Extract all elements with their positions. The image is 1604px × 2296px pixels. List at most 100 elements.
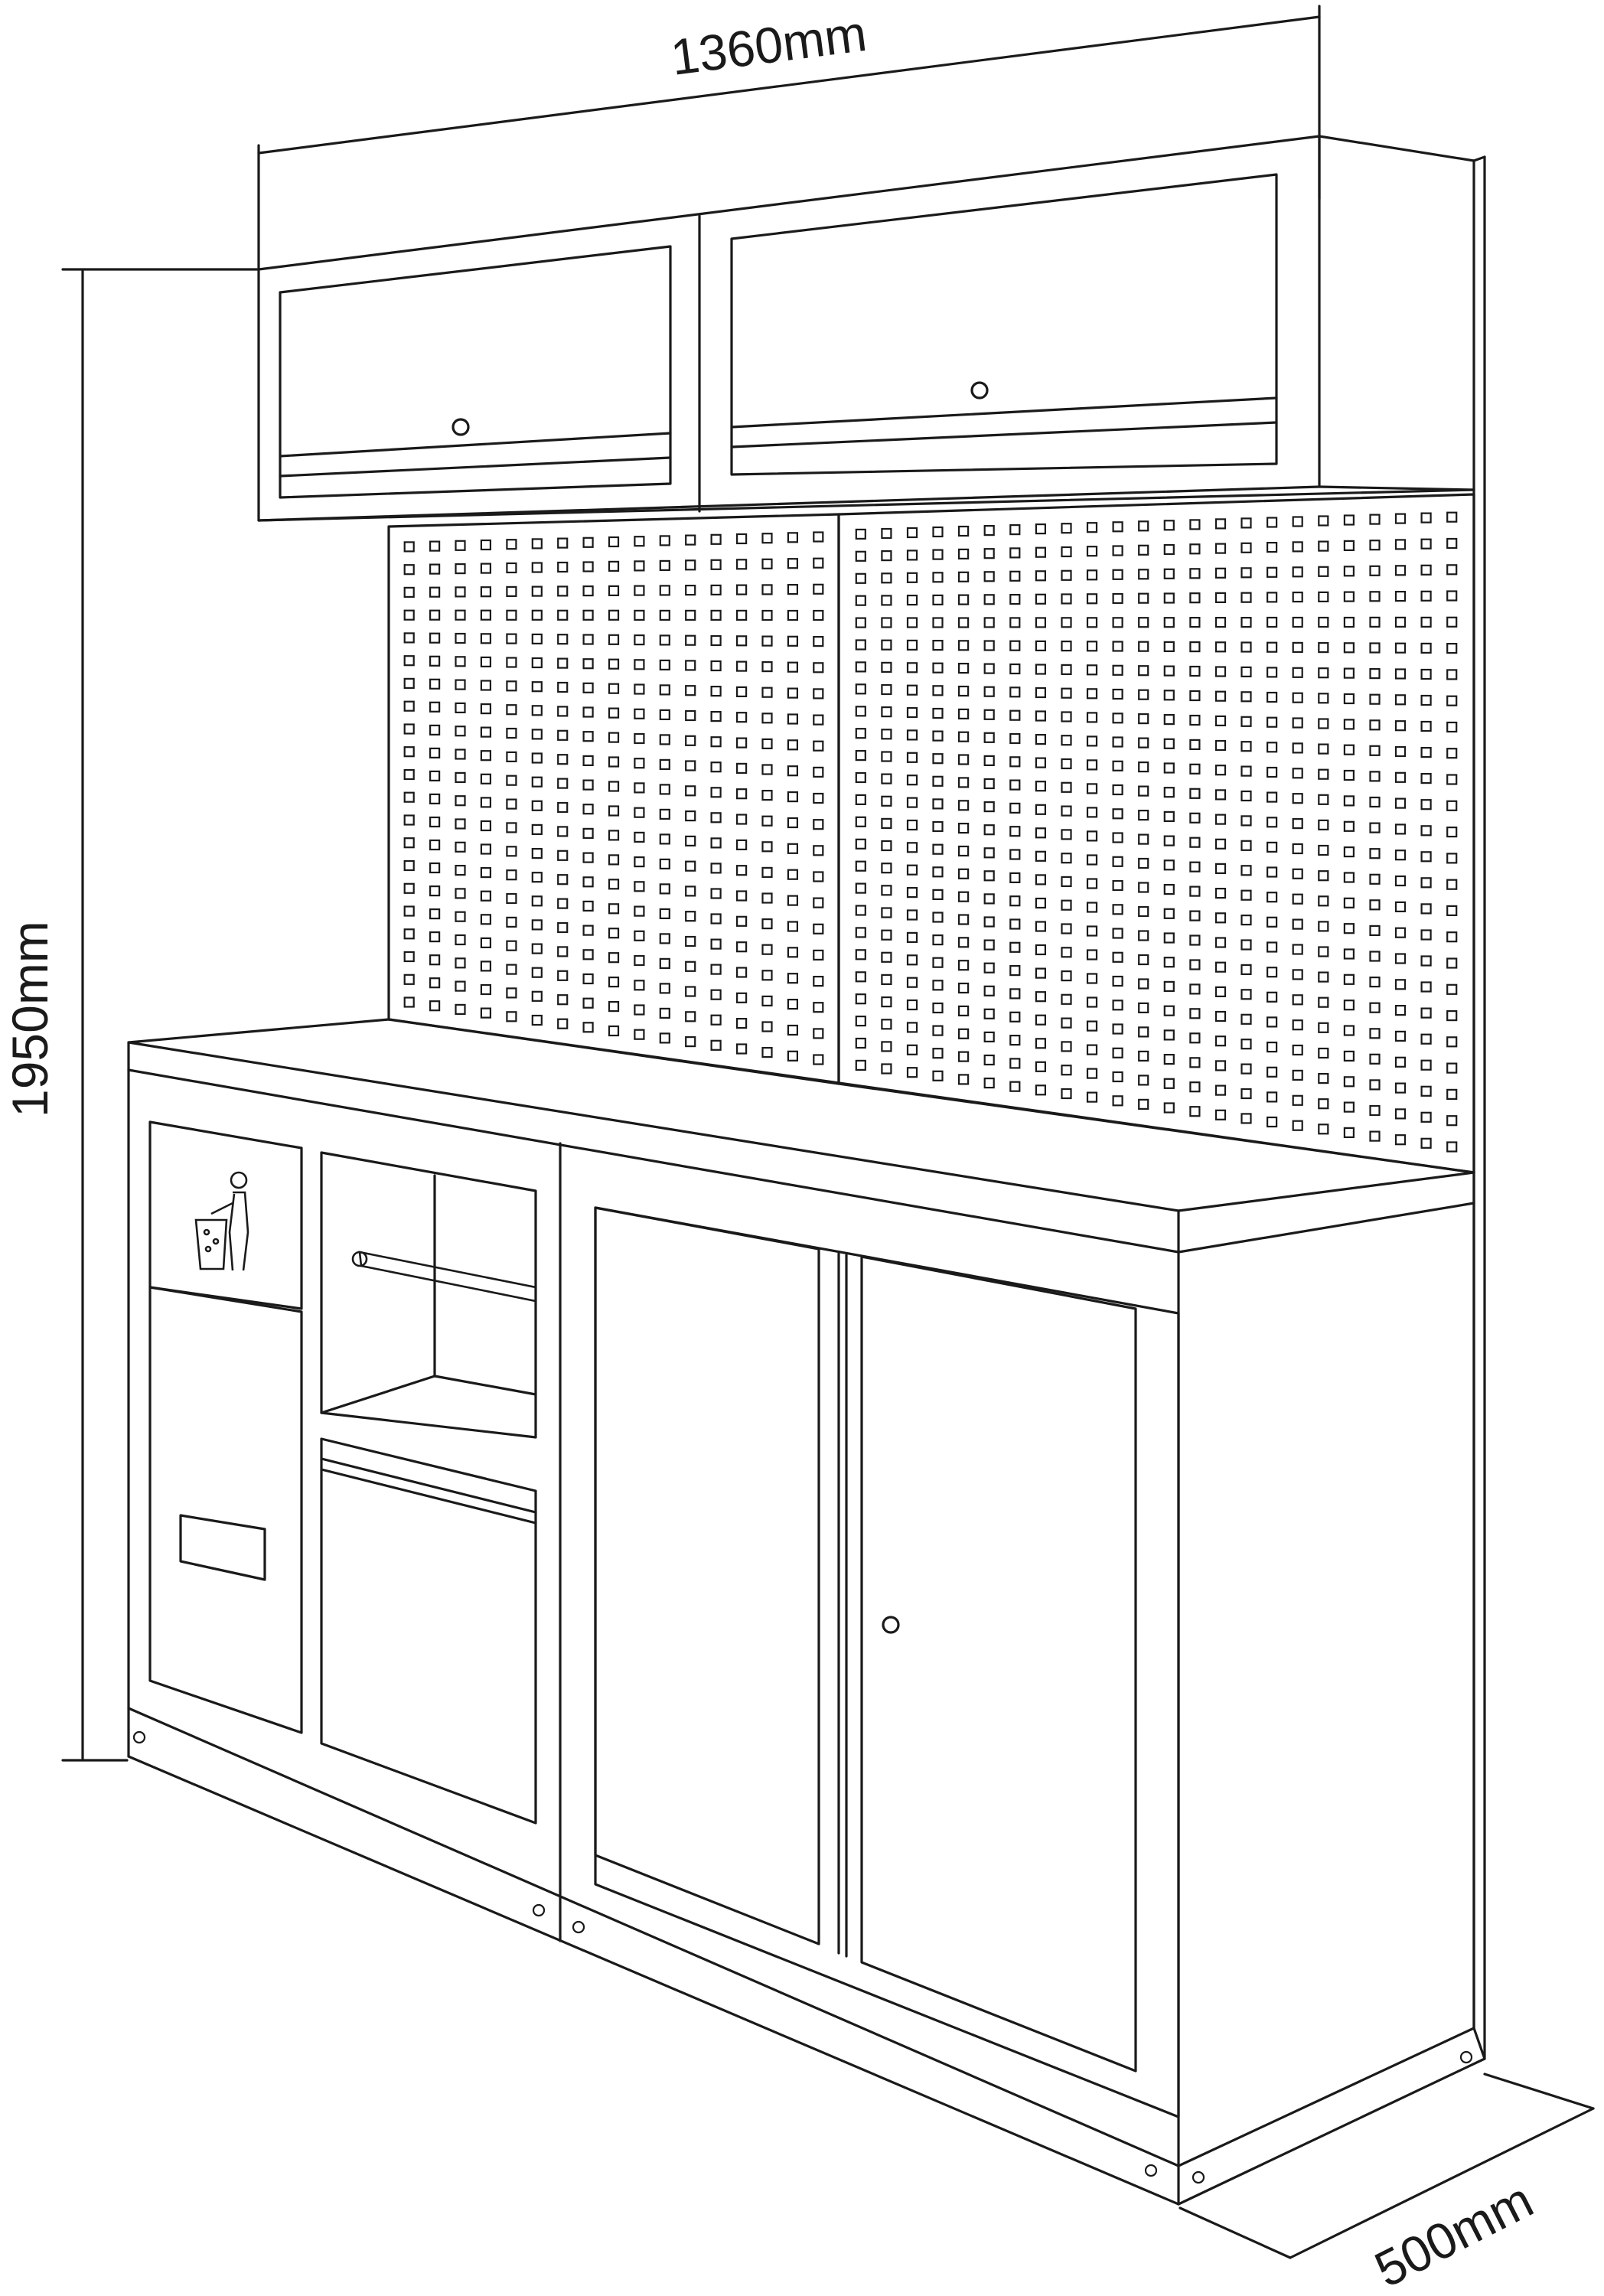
peg-hole [761, 1046, 773, 1058]
peg-hole [1394, 616, 1407, 628]
peg-hole [1112, 617, 1123, 628]
peg-hole [659, 559, 670, 572]
peg-hole [1214, 641, 1227, 653]
peg-hole [1318, 870, 1329, 882]
peg-hole [1214, 1109, 1227, 1120]
peg-hole [1420, 799, 1432, 810]
peg-hole [906, 864, 918, 876]
peg-hole [429, 839, 441, 851]
peg-hole [608, 928, 620, 939]
peg-hole [1292, 566, 1303, 578]
peg-hole [531, 609, 543, 621]
wall-cabinet-left-door[interactable] [279, 245, 672, 499]
cupboard-left-door[interactable] [594, 1206, 820, 1945]
peg-hole [1035, 710, 1047, 722]
peg-hole [634, 881, 645, 892]
peg-hole [1343, 846, 1355, 858]
peg-hole [957, 1074, 970, 1085]
peg-hole [1163, 883, 1175, 895]
peg-hole [1214, 592, 1227, 604]
peg-hole [1266, 667, 1278, 678]
peg-hole [1086, 1020, 1098, 1032]
peg-hole [685, 559, 696, 571]
peg-hole [1446, 642, 1458, 654]
base-cabinet [127, 1068, 1486, 2206]
peg-hole [634, 980, 645, 991]
peg-hole [634, 536, 645, 547]
peg-hole [1086, 973, 1098, 984]
peg-hole [531, 943, 543, 954]
drawer[interactable] [320, 1437, 537, 1825]
peg-hole [1394, 720, 1407, 732]
peg-hole [906, 550, 918, 561]
peg-hole [1035, 781, 1047, 792]
peg-hole [761, 789, 773, 801]
worktop [127, 1018, 1475, 1254]
wall-cabinet-right-door[interactable] [730, 173, 1278, 476]
peg-hole [1318, 667, 1329, 679]
peg-hole [1446, 1036, 1458, 1048]
peg-hole [1061, 1088, 1072, 1100]
peg-hole [403, 928, 415, 940]
waste-bin-flap[interactable] [148, 1120, 303, 1310]
peg-hole [855, 706, 866, 717]
peg-hole [1138, 641, 1149, 652]
width-label: 1360mm [667, 5, 869, 86]
peg-hole [855, 728, 866, 739]
peg-hole [1343, 948, 1355, 960]
peg-hole [506, 539, 517, 550]
peg-hole [403, 564, 415, 576]
wall-cabinet [257, 135, 1475, 522]
peg-hole [813, 1054, 824, 1065]
peg-hole [957, 571, 970, 582]
peg-hole [735, 660, 748, 672]
peg-hole [685, 986, 696, 997]
peg-hole [1035, 944, 1047, 956]
peg-hole [761, 764, 773, 775]
peg-hole [557, 778, 569, 789]
peg-hole [957, 822, 970, 834]
peg-hole [932, 1002, 944, 1014]
peg-hole [855, 905, 866, 916]
peg-hole [1112, 951, 1123, 963]
peg-hole [1446, 590, 1458, 602]
peg-hole [480, 843, 492, 855]
peg-hole [531, 776, 543, 788]
peg-hole [881, 773, 892, 784]
peg-hole [983, 939, 995, 951]
peg-hole [710, 913, 722, 925]
peg-hole [685, 634, 696, 646]
peg-hole [1061, 640, 1072, 652]
waste-bin-door[interactable] [148, 1286, 303, 1734]
peg-hole [983, 663, 995, 674]
peg-hole [582, 779, 594, 791]
height-dimension: 1950mm [2, 268, 260, 1762]
peg-hole [1292, 541, 1303, 553]
peg-hole [1343, 514, 1355, 526]
peg-hole [1420, 642, 1432, 654]
peg-hole [1035, 757, 1047, 768]
peg-hole [659, 957, 670, 970]
peg-hole [881, 639, 892, 651]
cupboard-right-door[interactable] [860, 1255, 1137, 2073]
peg-hole [1189, 861, 1201, 872]
peg-hole [557, 1018, 569, 1029]
peg-hole [403, 951, 415, 963]
peg-hole [1318, 591, 1329, 603]
peg-hole [1318, 743, 1329, 755]
waste-bin-handle[interactable] [179, 1514, 266, 1581]
peg-hole [1420, 903, 1432, 915]
peg-hole [983, 594, 995, 605]
peg-hole [932, 1025, 944, 1036]
peg-hole [1420, 1137, 1432, 1149]
peg-hole [1420, 1111, 1432, 1123]
peg-hole [1369, 540, 1381, 551]
peg-hole [1420, 616, 1432, 628]
peg-hole [1009, 988, 1021, 1000]
peg-hole [1035, 593, 1047, 605]
peg-hole [1163, 520, 1175, 531]
peg-hole [1446, 957, 1458, 969]
peg-hole [1035, 967, 1047, 979]
peg-hole [582, 706, 594, 718]
peg-hole [1086, 641, 1098, 652]
